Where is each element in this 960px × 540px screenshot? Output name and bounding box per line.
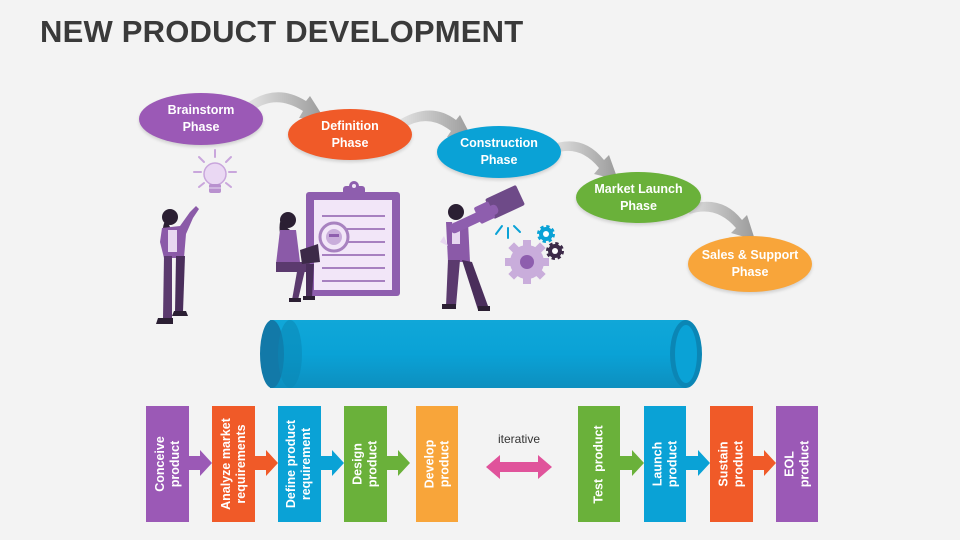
phase-sales-support-label: Sales & Support Phase [701, 248, 799, 279]
step-design-product: Design product [344, 406, 387, 522]
curved-arrow-3 [548, 141, 618, 180]
woman-pointing-figure [156, 206, 199, 324]
curved-arrow-2 [396, 110, 472, 138]
arrow-right-icon [321, 450, 344, 476]
step-develop-product: Develop product [416, 406, 458, 522]
arrow-right-icon [387, 450, 410, 476]
arrow-right-icon [620, 450, 644, 476]
step-conceive-product: Conceive product [146, 406, 189, 522]
woman-sitting-figure [276, 212, 320, 302]
phase-brainstorm-label: Brainstorm Phase [167, 103, 235, 134]
arrow-right-icon [189, 450, 212, 476]
phase-definition-label: Definition Phase [321, 118, 379, 150]
arrow-right-icon [753, 450, 776, 476]
step-define-product-requirement: Define product requirement [278, 406, 321, 522]
arrow-right-icon [255, 450, 278, 476]
arrow-right-icon [686, 450, 710, 476]
gear-icon-small-blue [537, 225, 555, 243]
step-launch-product: Launch product [644, 406, 686, 522]
step-analyze-market-requirements: Analyze market requirements [212, 406, 255, 522]
curved-arrow-4 [682, 201, 755, 240]
step-test-product: Test product [578, 406, 620, 522]
phase-brainstorm: Brainstorm Phase [139, 93, 263, 145]
clipboard-icon [306, 181, 400, 296]
phase-market-launch-label: Market Launch Phase [594, 181, 683, 213]
phase-construction-label: Construction Phase [460, 136, 538, 167]
spark-lines-icon [495, 225, 521, 239]
step-sustain-product: Sustain product [710, 406, 753, 522]
curved-arrow-1 [246, 92, 324, 118]
gear-icon-large [505, 240, 549, 284]
phase-market-launch: Market Launch Phase [576, 172, 701, 223]
lightbulb-icon [193, 149, 237, 193]
phase-sales-support: Sales & Support Phase [688, 236, 812, 292]
iterative-label: iterative [497, 432, 541, 446]
gear-icon-small-dark [546, 242, 564, 260]
page-title: NEW PRODUCT DEVELOPMENT [40, 14, 524, 49]
step-eol-product: EOL product [776, 406, 818, 522]
hammer-icon [449, 185, 525, 234]
iterative-double-arrow-icon [486, 455, 552, 479]
phase-definition: Definition Phase [288, 109, 412, 160]
phase-construction: Construction Phase [437, 126, 561, 178]
